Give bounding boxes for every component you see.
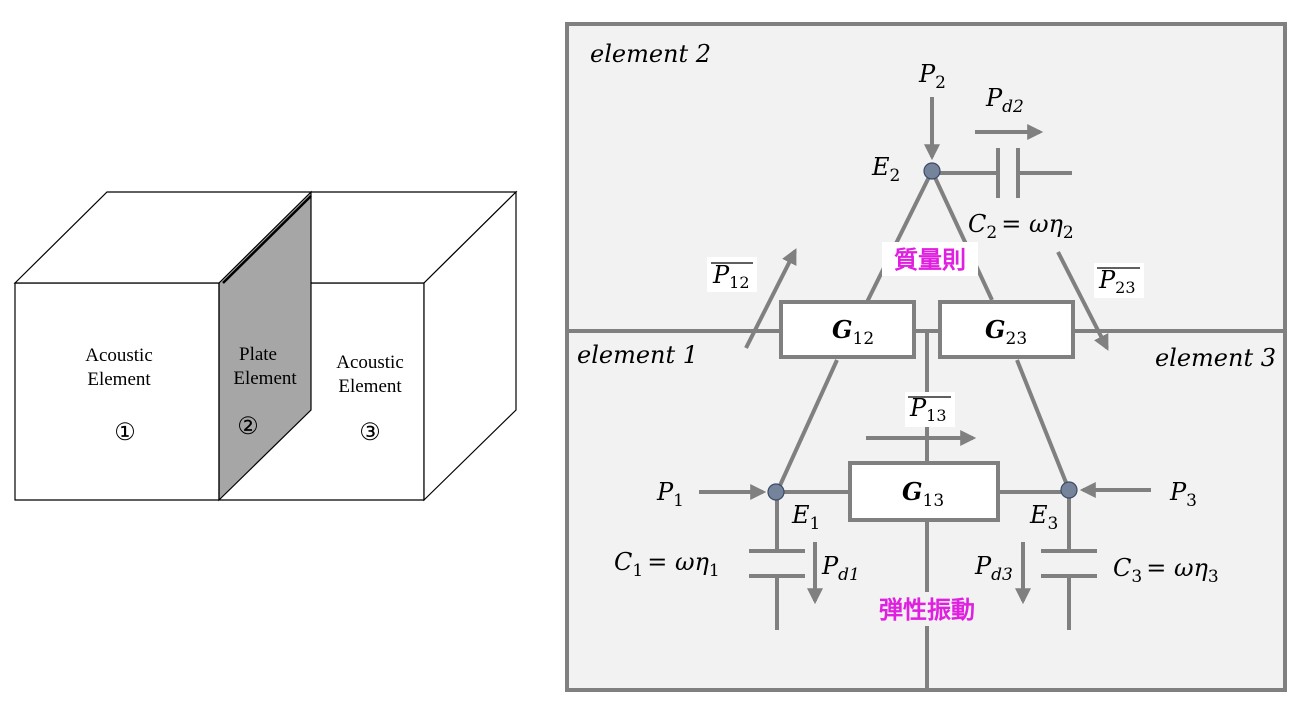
elastic-vibration-label: 弾性振動: [879, 596, 975, 624]
connections: [749, 148, 1097, 630]
energy-labels: E2 E1 E3: [791, 153, 1058, 534]
link-e2-left: [865, 170, 934, 303]
marker-1: ①: [114, 420, 136, 446]
p23-label-bg: [1094, 263, 1144, 298]
elastic-vibration-bg: [864, 592, 990, 626]
p1-label: P1: [656, 478, 684, 511]
arrows: [699, 97, 1151, 605]
region-label-element-1: element 1: [577, 341, 698, 369]
marker-2: ②: [237, 414, 259, 440]
g13-box: [848, 461, 1000, 522]
plate-element-label: Plate: [239, 344, 277, 365]
e3-label: E3: [1029, 501, 1058, 534]
p2-label: P2: [918, 60, 946, 93]
plate-edge-back-shadow: [222, 195, 312, 284]
pd2-label: Pd2: [985, 84, 1024, 117]
p3-label: P3: [1169, 478, 1197, 511]
p23-label: P23: [1098, 266, 1136, 297]
arrow-p12-flow: [744, 248, 797, 349]
e2-label: E2: [871, 153, 900, 186]
acoustic-element-3-label: Acoustic: [336, 352, 404, 373]
node-e3: [1060, 481, 1078, 499]
c3-equation: C3= ωη3: [1113, 554, 1219, 587]
arrow-p23-flow: [1056, 251, 1109, 351]
dissipation-labels: Pd2 Pd1 Pd3: [821, 84, 1024, 585]
input-power-labels: P2 P1 P3: [656, 60, 1197, 511]
g12-label: G12: [832, 315, 874, 349]
box-illustration: [13, 190, 518, 502]
coupling-blocks: [779, 300, 1075, 522]
node-e2: [923, 162, 941, 180]
pd3-label: Pd3: [974, 552, 1013, 585]
acoustic-element-1-label: Acoustic: [85, 345, 153, 366]
p13-label: P13: [909, 394, 947, 425]
plate-element-label-2: Element: [233, 368, 297, 389]
link-g23-e3: [1015, 359, 1071, 491]
marker-3: ③: [359, 420, 381, 446]
flow-labels: P12 P23 P13: [707, 257, 1144, 427]
region-label-element-3: element 3: [1155, 344, 1276, 372]
g23-label: G23: [985, 315, 1027, 349]
capacitor-equations: C2= ωη2 C1= ωη1 C3= ωη3: [614, 210, 1219, 587]
link-g12-e1: [775, 359, 839, 493]
pd1-label: Pd1: [821, 552, 860, 585]
region-label-element-2: element 2: [590, 40, 711, 68]
region-labels: element 2 element 1 element 3: [577, 40, 1276, 372]
annotations: 質量則 弾性振動: [864, 242, 990, 626]
mass-law-label: 質量則: [894, 246, 966, 274]
g23-box: [938, 300, 1075, 359]
acoustic-element-1-label-2: Element: [87, 369, 151, 390]
g12-box: [779, 300, 916, 359]
node-e1: [767, 483, 785, 501]
box-labels: Acoustic Element Plate Element Acoustic …: [85, 344, 404, 446]
link-e2-right: [930, 170, 994, 301]
energy-nodes: [767, 162, 1078, 501]
box-right-face: [423, 190, 517, 502]
mass-law-bg: [882, 242, 978, 276]
c2-equation: C2= ωη2: [968, 210, 1074, 243]
g13-label: G13: [902, 477, 944, 511]
p13-label-bg: [905, 392, 955, 427]
c1-equation: C1= ωη1: [614, 548, 720, 581]
e1-label: E1: [791, 501, 820, 534]
coupling-labels: G12 G23 G13: [832, 315, 1027, 511]
p12-label: P12: [712, 261, 750, 292]
acoustic-element-3-label-2: Element: [338, 376, 402, 397]
